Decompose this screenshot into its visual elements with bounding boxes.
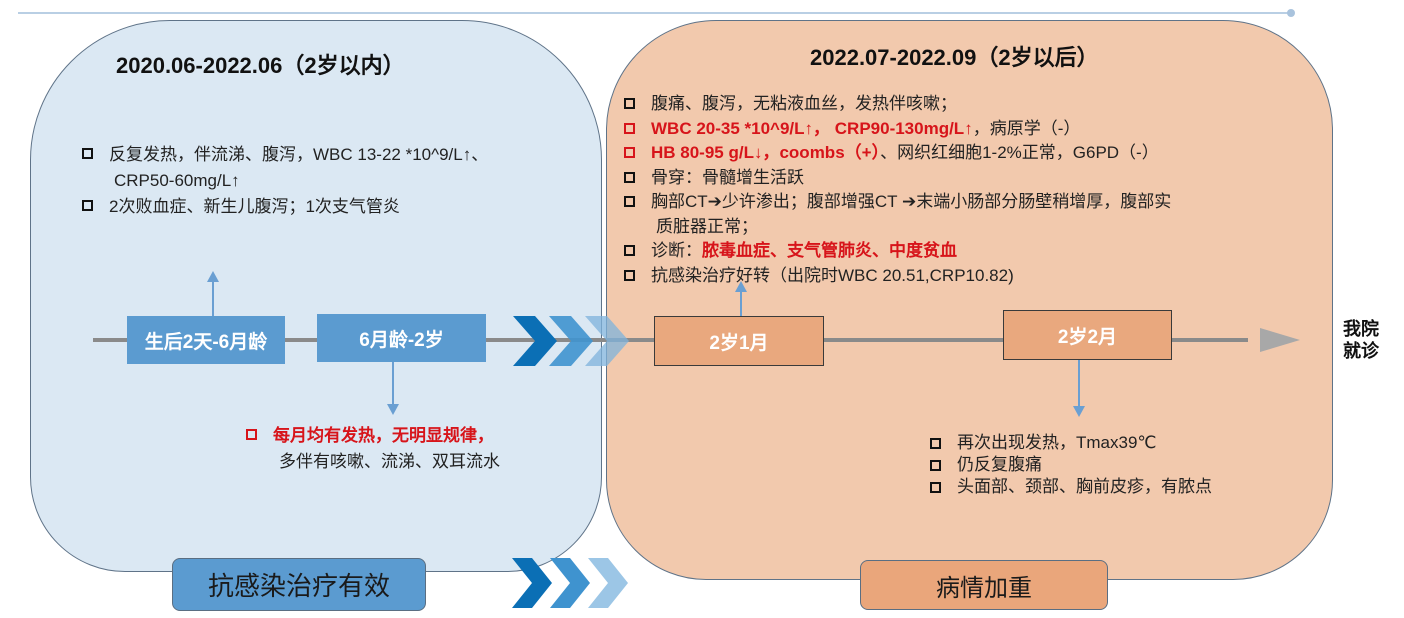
left-bullet-list: 反复发热，伴流涕、腹泻，WBC 13-22 *10^9/L↑、 CRP50-60… <box>82 142 602 220</box>
checkbox-icon <box>82 200 93 211</box>
bullet-item: WBC 20-35 *10^9/L↑， CRP90-130mg/L↑，病原学（-… <box>624 117 1324 142</box>
top-divider-dot <box>1287 9 1295 17</box>
right-bullet-list: 腹痛、腹泻，无粘液血丝，发热伴咳嗽； WBC 20-35 *10^9/L↑， C… <box>624 92 1324 288</box>
connector-line <box>740 290 742 316</box>
checkbox-icon <box>930 482 941 493</box>
arrow-up-icon <box>735 281 747 292</box>
bullet-continuation: 质脏器正常； <box>656 216 758 236</box>
timeline-tag-birth-6m: 生后2天-6月龄 <box>127 316 285 364</box>
chevron-arrows-icon <box>513 316 629 366</box>
arrow-down-icon <box>387 404 399 415</box>
checkbox-icon <box>82 148 93 159</box>
right-panel-title: 2022.07-2022.09（2岁以后） <box>810 45 1099 70</box>
checkbox-icon <box>624 196 635 207</box>
connector-line <box>1078 360 1080 408</box>
timeline-tag-2y2m: 2岁2月 <box>1003 310 1172 360</box>
left-panel-title: 2020.06-2022.06（2岁以内） <box>116 53 405 78</box>
arrow-down-icon <box>1073 406 1085 417</box>
checkbox-icon <box>246 429 257 440</box>
connector-line <box>392 362 394 406</box>
checkbox-icon <box>624 171 635 183</box>
connector-line <box>212 280 214 316</box>
checkbox-icon <box>624 147 635 158</box>
bullet-item: 腹痛、腹泻，无粘液血丝，发热伴咳嗽； <box>624 92 1324 117</box>
bullet-item: 胸部CT➔少许渗出；腹部增强CT ➔末端小肠部分肠壁稍增厚，腹部实 <box>624 190 1324 215</box>
bullet-item: 仍反复腹痛 <box>930 454 1310 476</box>
hospital-visit-label: 我院 就诊 <box>1343 319 1379 361</box>
bullet-item: 2次败血症、新生儿腹泻；1次支气管炎 <box>82 194 602 220</box>
summary-badge-effective: 抗感染治疗有效 <box>172 558 426 611</box>
checkbox-icon <box>930 460 941 471</box>
checkbox-icon <box>930 438 941 449</box>
bullet-item: 骨穿：骨髓增生活跃 <box>624 166 1324 191</box>
phase-panel-after-2y <box>606 20 1333 580</box>
arrow-up-icon <box>207 271 219 282</box>
left-note: 每月均有发热，无明显规律， 多伴有咳嗽、流涕、双耳流水 <box>246 423 586 475</box>
checkbox-icon <box>624 269 635 281</box>
phase-panel-before-2y <box>30 20 602 572</box>
bullet-item: 头面部、颈部、胸前皮疹，有脓点 <box>930 476 1310 498</box>
later-symptom-list: 再次出现发热，Tmax39℃ 仍反复腹痛 头面部、颈部、胸前皮疹，有脓点 <box>930 432 1310 498</box>
checkbox-icon <box>624 122 635 134</box>
timeline-tag-6m-2y: 6月龄-2岁 <box>317 314 486 362</box>
bullet-item: 反复发热，伴流涕、腹泻，WBC 13-22 *10^9/L↑、 <box>82 142 602 168</box>
bullet-item: 再次出现发热，Tmax39℃ <box>930 432 1310 454</box>
bottom-chevron-arrows-icon <box>512 558 628 608</box>
checkbox-icon <box>624 98 635 109</box>
timeline-end-arrow-icon <box>1260 328 1300 352</box>
bullet-continuation: CRP50-60mg/L↑ <box>114 171 240 190</box>
checkbox-icon <box>624 245 635 256</box>
summary-badge-worsened: 病情加重 <box>860 560 1108 610</box>
bullet-item: 诊断：脓毒血症、支气管肺炎、中度贫血 <box>624 239 1324 264</box>
top-divider-line <box>18 12 1290 14</box>
timeline-tag-2y1m: 2岁1月 <box>654 316 824 366</box>
bullet-item: HB 80-95 g/L↓，coombs（+）、网织红细胞1-2%正常，G6PD… <box>624 141 1324 166</box>
bullet-item: 抗感染治疗好转（出院时WBC 20.51,CRP10.82) <box>624 264 1324 289</box>
